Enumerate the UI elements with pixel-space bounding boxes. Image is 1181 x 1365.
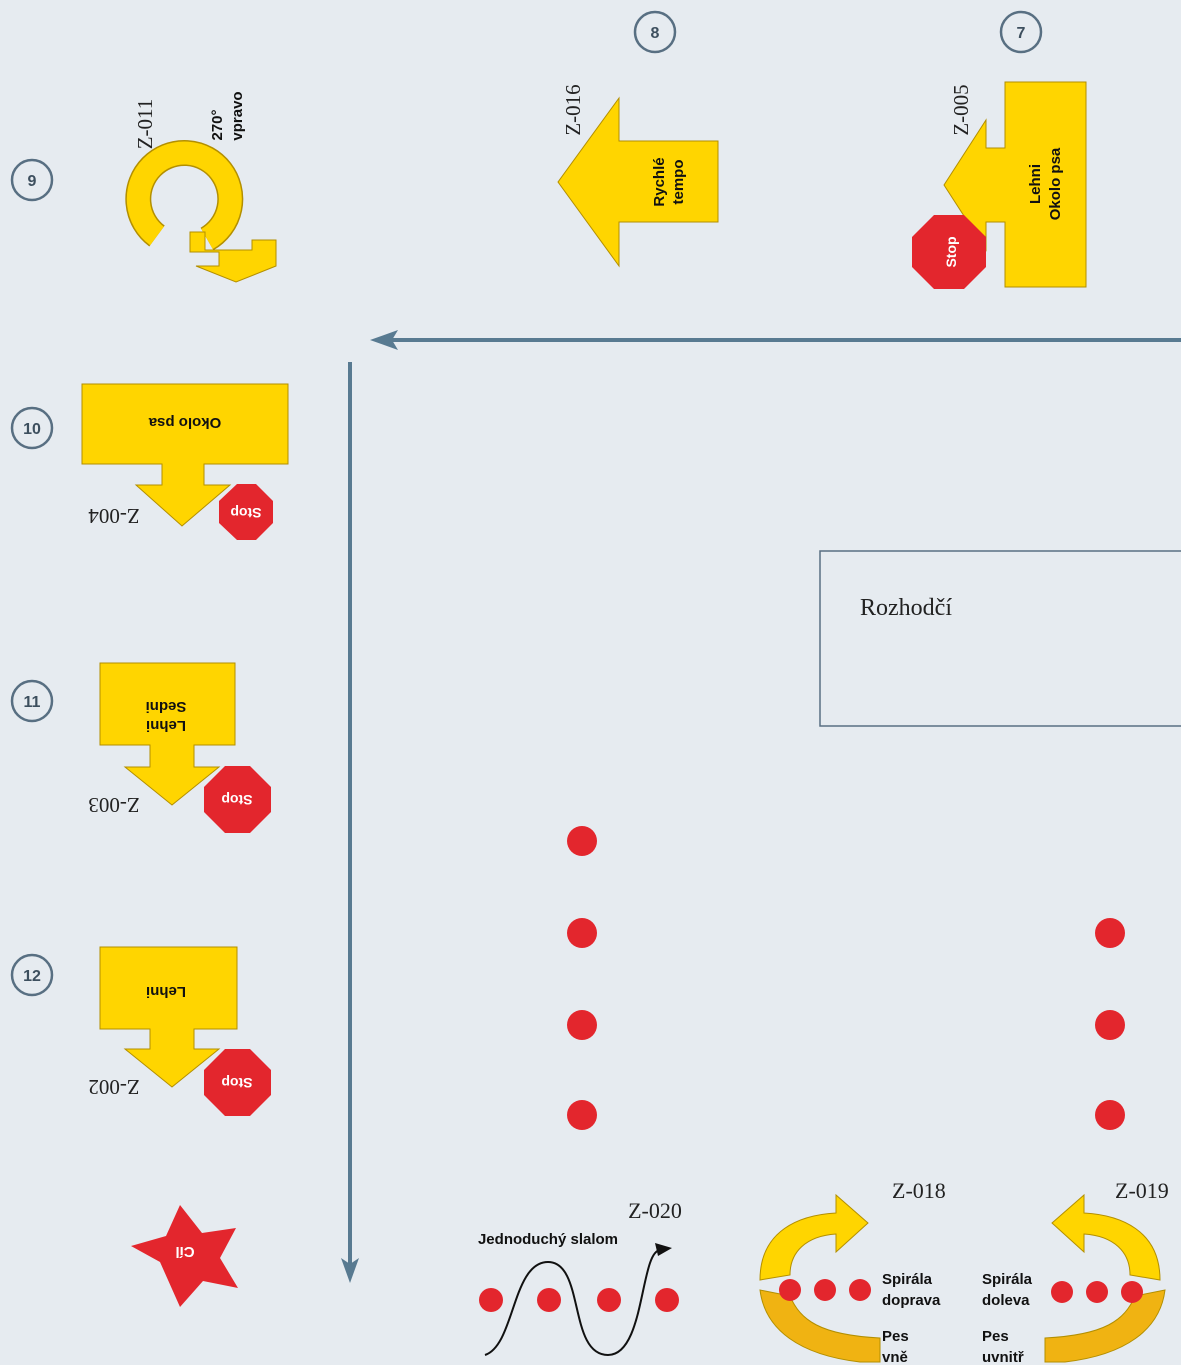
sign-z003-line2: Sedni	[146, 698, 187, 715]
svg-text:Stop: Stop	[221, 1075, 252, 1091]
sign-z019-code: Z-019	[1115, 1178, 1169, 1203]
sign-z020-code: Z-020	[628, 1198, 682, 1223]
sign-z002-line1: Lehni	[146, 983, 186, 1000]
svg-text:8: 8	[651, 25, 660, 42]
svg-text:12: 12	[23, 968, 41, 985]
sign-z004-code: Z-004	[88, 504, 140, 528]
svg-text:Stop: Stop	[943, 236, 959, 267]
cone-dot	[849, 1279, 871, 1301]
stop-sign-icon: Stop	[912, 215, 986, 289]
station-number-9: 9	[10, 158, 54, 202]
sign-z019-line3: Pes	[982, 1328, 1009, 1345]
sign-z016-code: Z-016	[561, 84, 585, 135]
sign-z019-line4: uvnitř	[982, 1349, 1024, 1365]
svg-text:7: 7	[1017, 25, 1026, 42]
sign-z003: Sedni Lehni Z-003 Stop	[88, 662, 271, 833]
sign-z002: Lehni Z-002 Stop	[88, 946, 271, 1116]
cone-dot	[1086, 1281, 1108, 1303]
cone-dot	[567, 918, 597, 948]
sign-z016-line1: Rychlé	[651, 157, 668, 206]
cones-column-left	[567, 826, 597, 1130]
judge-box: Rozhodčí	[819, 550, 1181, 727]
station-number-10: 10	[10, 406, 54, 450]
svg-text:Stop: Stop	[221, 792, 252, 808]
cone-dot	[655, 1288, 679, 1312]
sign-z004-line1: Okolo psa	[148, 414, 221, 431]
stop-sign-icon: Stop	[204, 766, 271, 833]
sign-z011-line1: 270°	[209, 109, 226, 140]
sign-z011-code: Z-011	[133, 99, 157, 150]
stop-sign-icon: Stop	[219, 484, 273, 540]
route-line-left	[341, 362, 359, 1283]
finish-star: Cíl	[131, 1205, 238, 1307]
cone-dot	[479, 1288, 503, 1312]
svg-text:11: 11	[24, 694, 41, 711]
sign-z019-line1: Spirála	[982, 1271, 1033, 1288]
sign-z016: Rychlé tempo Z-016	[557, 84, 719, 268]
svg-text:Stop: Stop	[230, 505, 261, 521]
sign-z018-line2: doprava	[882, 1292, 941, 1309]
sign-z003-code: Z-003	[88, 793, 139, 817]
sign-z018-line1: Spirála	[882, 1271, 933, 1288]
sign-z003-line1: Lehni	[146, 717, 186, 734]
sign-z002-code: Z-002	[88, 1075, 139, 1099]
cone-dot	[567, 826, 597, 856]
svg-text:9: 9	[28, 173, 37, 190]
sign-z018-code: Z-018	[892, 1178, 946, 1203]
sign-z016-line2: tempo	[670, 160, 687, 205]
cones-column-right	[1095, 918, 1125, 1130]
svg-text:10: 10	[23, 421, 41, 438]
cone-dot	[779, 1279, 801, 1301]
sign-z005-line1: Lehni	[1027, 164, 1044, 204]
station-number-7: 7	[999, 10, 1043, 54]
station-number-12: 12	[10, 953, 54, 997]
cone-dot	[1095, 1100, 1125, 1130]
sign-z005-line2: Okolo psa	[1047, 147, 1064, 220]
judge-label: Rozhodčí	[860, 595, 952, 621]
cone-dot	[597, 1288, 621, 1312]
sign-z018: Z-018 Spirála doprava Pes vně	[759, 1178, 946, 1365]
route-line-top	[370, 330, 1181, 350]
sign-z019-line2: doleva	[982, 1292, 1030, 1309]
cone-dot	[1121, 1281, 1143, 1303]
sign-z005: Lehni Okolo psa Z-005 Stop	[912, 81, 1087, 289]
station-number-11: 11	[10, 679, 54, 723]
sign-z018-line4: vně	[882, 1349, 908, 1365]
station-number-8: 8	[633, 10, 677, 54]
finish-label: Cíl	[175, 1243, 194, 1260]
sign-z018-line3: Pes	[882, 1328, 909, 1345]
cone-dot	[567, 1100, 597, 1130]
sign-z020: Z-020 Jednoduchý slalom	[478, 1198, 682, 1357]
cone-dot	[1095, 918, 1125, 948]
sign-z019: Z-019 Spirála doleva Pes uvnitř	[982, 1178, 1169, 1365]
cone-dot	[814, 1279, 836, 1301]
sign-z011-line2: vpravo	[229, 91, 246, 140]
sign-z005-code: Z-005	[949, 84, 973, 135]
cone-dot	[537, 1288, 561, 1312]
sign-z020-label: Jednoduchý slalom	[478, 1231, 618, 1248]
cone-dot	[1051, 1281, 1073, 1303]
stop-sign-icon: Stop	[204, 1049, 271, 1116]
cone-dot	[1095, 1010, 1125, 1040]
sign-z004: Okolo psa Z-004 Stop	[81, 383, 289, 540]
cone-dot	[567, 1010, 597, 1040]
sign-z011: 270° vpravo Z-011	[125, 91, 277, 283]
